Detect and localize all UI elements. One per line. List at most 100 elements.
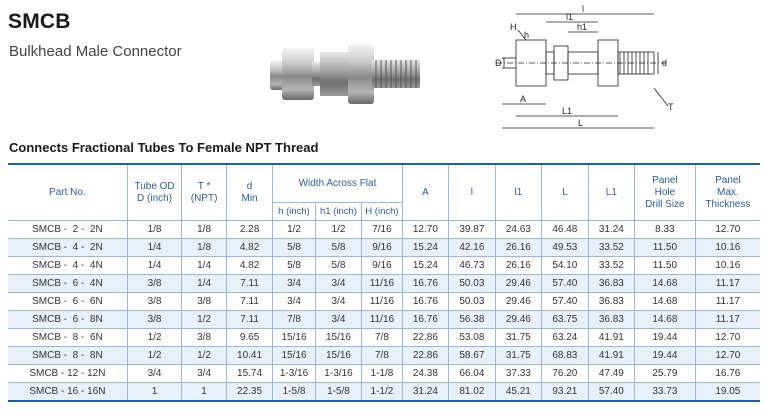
cell-L1: 41.91 <box>587 328 636 347</box>
dim-label-L1: L1 <box>562 106 572 116</box>
cell-l1: 29.46 <box>494 310 543 329</box>
cell-panel-max: 12.70 <box>694 220 760 239</box>
cell-part-no: SMCB - 2 - 2N <box>8 220 128 239</box>
cell-tube-od: 1/2 <box>126 328 183 347</box>
cell-a: 22.86 <box>401 328 450 347</box>
cell-a: 16.76 <box>401 274 450 293</box>
cell-t: 1/2 <box>181 346 227 365</box>
cell-L: 54.10 <box>541 256 589 275</box>
cell-L: 63.24 <box>541 328 589 347</box>
header-H: H (inch) <box>361 202 403 221</box>
dim-label-H: H <box>510 22 517 32</box>
cell-panel-hole: 11.50 <box>634 238 696 257</box>
header-d: d Min <box>225 163 274 221</box>
cell-h1: 5/8 <box>314 238 363 257</box>
cell-L: 49.53 <box>541 238 589 257</box>
header-part-no: Part No. <box>8 163 128 221</box>
cell-d-min: 15.74 <box>225 364 274 383</box>
cell-h1: 15/16 <box>314 346 363 365</box>
cell-d-min: 22.35 <box>225 382 274 402</box>
cell-panel-max: 11.17 <box>694 310 760 329</box>
cell-tube-od: 1/4 <box>126 238 183 257</box>
cell-a: 22.86 <box>401 346 450 365</box>
cell-t: 3/8 <box>181 328 227 347</box>
cell-part-no: SMCB - 8 - 8N <box>8 346 128 365</box>
cell-h: 1/2 <box>272 220 316 239</box>
cell-L1: 36.83 <box>587 310 636 329</box>
spec-table: Part No. Tube OD D (inch) T * (NPT) d Mi… <box>8 163 760 402</box>
cell-l1: 31.75 <box>494 346 543 365</box>
header-t: T * (NPT) <box>181 163 227 221</box>
cell-panel-max: 19.05 <box>694 382 760 402</box>
header-a: A <box>401 163 450 221</box>
cell-d-min: 4.82 <box>225 256 274 275</box>
cell-L1: 47.49 <box>587 364 636 383</box>
cell-L: 93.21 <box>541 382 589 402</box>
cell-H: 7/8 <box>361 346 403 365</box>
cell-h1: 3/4 <box>314 310 363 329</box>
cell-t: 1/8 <box>181 220 227 239</box>
cell-t: 3/4 <box>181 364 227 383</box>
cell-l: 56.38 <box>448 310 496 329</box>
dim-label-l1: l1 <box>566 12 573 22</box>
cell-h1: 3/4 <box>314 274 363 293</box>
cell-L1: 41.91 <box>587 346 636 365</box>
cell-panel-hole: 11.50 <box>634 256 696 275</box>
header-l: l <box>448 163 496 221</box>
cell-panel-max: 11.17 <box>694 292 760 311</box>
cell-d-min: 9.65 <box>225 328 274 347</box>
cell-l1: 31.75 <box>494 328 543 347</box>
cell-a: 15.24 <box>401 256 450 275</box>
cell-t: 1/2 <box>181 310 227 329</box>
cell-l: 50.03 <box>448 274 496 293</box>
cell-H: 9/16 <box>361 256 403 275</box>
cell-part-no: SMCB - 6 - 4N <box>8 274 128 293</box>
cell-L: 63.75 <box>541 310 589 329</box>
cell-h1: 15/16 <box>314 328 363 347</box>
cell-l: 50.03 <box>448 292 496 311</box>
cell-L1: 33.52 <box>587 256 636 275</box>
cell-L: 57.40 <box>541 274 589 293</box>
page-subtitle: Bulkhead Male Connector <box>9 43 182 60</box>
page-title: SMCB <box>8 10 71 33</box>
dim-label-h1: h1 <box>577 22 587 32</box>
cell-L: 68.83 <box>541 346 589 365</box>
header-h1: h1 (inch) <box>314 202 363 221</box>
cell-h1: 1-3/16 <box>314 364 363 383</box>
cell-t: 1/8 <box>181 238 227 257</box>
section-title: Connects Fractional Tubes To Female NPT … <box>9 140 319 155</box>
header-width-across-flat: Width Across Flat <box>272 163 403 203</box>
cell-panel-hole: 14.68 <box>634 292 696 311</box>
cell-tube-od: 1/4 <box>126 256 183 275</box>
cell-d-min: 4.82 <box>225 238 274 257</box>
cell-L1: 57.40 <box>587 382 636 402</box>
cell-a: 16.76 <box>401 310 450 329</box>
cell-L: 57.40 <box>541 292 589 311</box>
cell-L1: 36.83 <box>587 292 636 311</box>
header-h: h (inch) <box>272 202 316 221</box>
header-l1: l1 <box>494 163 543 221</box>
cell-h1: 1/2 <box>314 220 363 239</box>
cell-h: 5/8 <box>272 256 316 275</box>
dim-label-l: l <box>582 4 584 14</box>
cell-part-no: SMCB - 16 - 16N <box>8 382 128 402</box>
cell-l1: 29.46 <box>494 292 543 311</box>
cell-l: 39.87 <box>448 220 496 239</box>
cell-a: 24.38 <box>401 364 450 383</box>
cell-h: 1-5/8 <box>272 382 316 402</box>
cell-panel-hole: 25.79 <box>634 364 696 383</box>
cell-tube-od: 3/4 <box>126 364 183 383</box>
cell-panel-hole: 14.68 <box>634 310 696 329</box>
cell-d-min: 2.28 <box>225 220 274 239</box>
cell-l1: 26.16 <box>494 238 543 257</box>
cell-t: 1/4 <box>181 274 227 293</box>
cell-part-no: SMCB - 6 - 8N <box>8 310 128 329</box>
